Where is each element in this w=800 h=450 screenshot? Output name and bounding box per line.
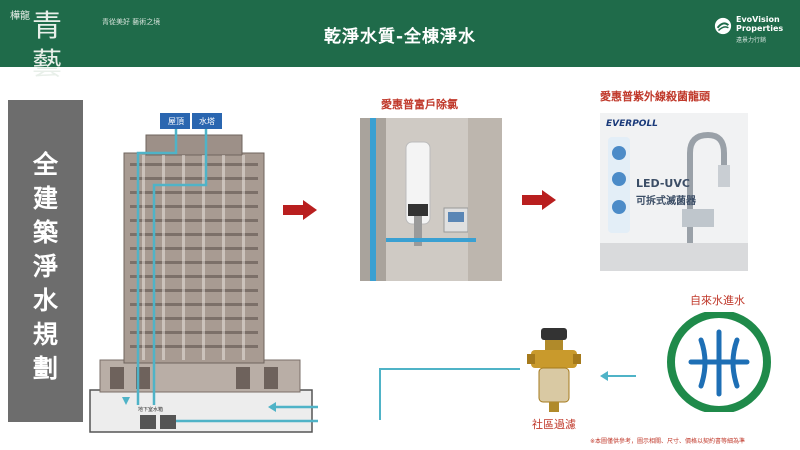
- dechlorinator-photo: [360, 118, 502, 281]
- company-logo: EvoVision Properties 遠景力行銷: [714, 13, 794, 53]
- uvc-product-line2: 可拆式滅菌器: [636, 196, 696, 207]
- vertical-title-text: 全建築淨水規劃: [32, 150, 58, 383]
- brand-name: 青藝: [32, 9, 63, 82]
- left-panel: 全建築淨水規劃: [8, 100, 83, 422]
- step2-caption: 愛惠普紫外線殺菌龍頭: [600, 90, 710, 103]
- red-arrow-icon-2: [522, 190, 556, 210]
- page-title: 乾淨水質-全棟淨水: [323, 27, 477, 47]
- uv-faucet-image: [600, 131, 748, 271]
- community-filter-label: 社區過濾: [532, 418, 576, 431]
- logo-subtext: 遠景力行銷: [736, 37, 767, 44]
- step1-caption: 愛惠普富戶除氯: [381, 98, 458, 111]
- footnote: ※本圖僅供參考，圖示相關、尺寸、價格以契約書等細為準: [590, 438, 746, 445]
- brand-small-text: 樺龍: [10, 11, 30, 22]
- dechlorinator-image: [360, 118, 502, 281]
- uv-faucet-photo: EVERPOLL LED-UVC 可拆式滅菌器: [600, 113, 748, 271]
- community-filter-icon: [527, 328, 581, 412]
- water-utility-logo-icon: [667, 312, 771, 412]
- roof-label-1: 屋頂: [168, 117, 184, 126]
- logo-text: EvoVision Properties: [736, 15, 784, 33]
- everpoll-brand: EVERPOLL: [606, 119, 658, 129]
- roof-label-2: 水塔: [199, 117, 215, 126]
- header-bar: 樺龍 青藝 青從美好 藝術之境 乾淨水質-全棟淨水 EvoVision Prop…: [0, 0, 800, 82]
- basement-label: 地下室水箱: [138, 407, 164, 413]
- tap-water-label: 自來水進水: [690, 294, 745, 307]
- brand-tagline: 青從美好 藝術之境: [102, 18, 161, 26]
- evovision-logo-icon: [714, 17, 732, 35]
- uvc-product-line1: LED-UVC: [636, 177, 690, 190]
- building-illustration: [89, 113, 318, 433]
- red-arrow-icon-1: [283, 200, 317, 220]
- vertical-title: 全建築淨水規劃: [8, 148, 83, 386]
